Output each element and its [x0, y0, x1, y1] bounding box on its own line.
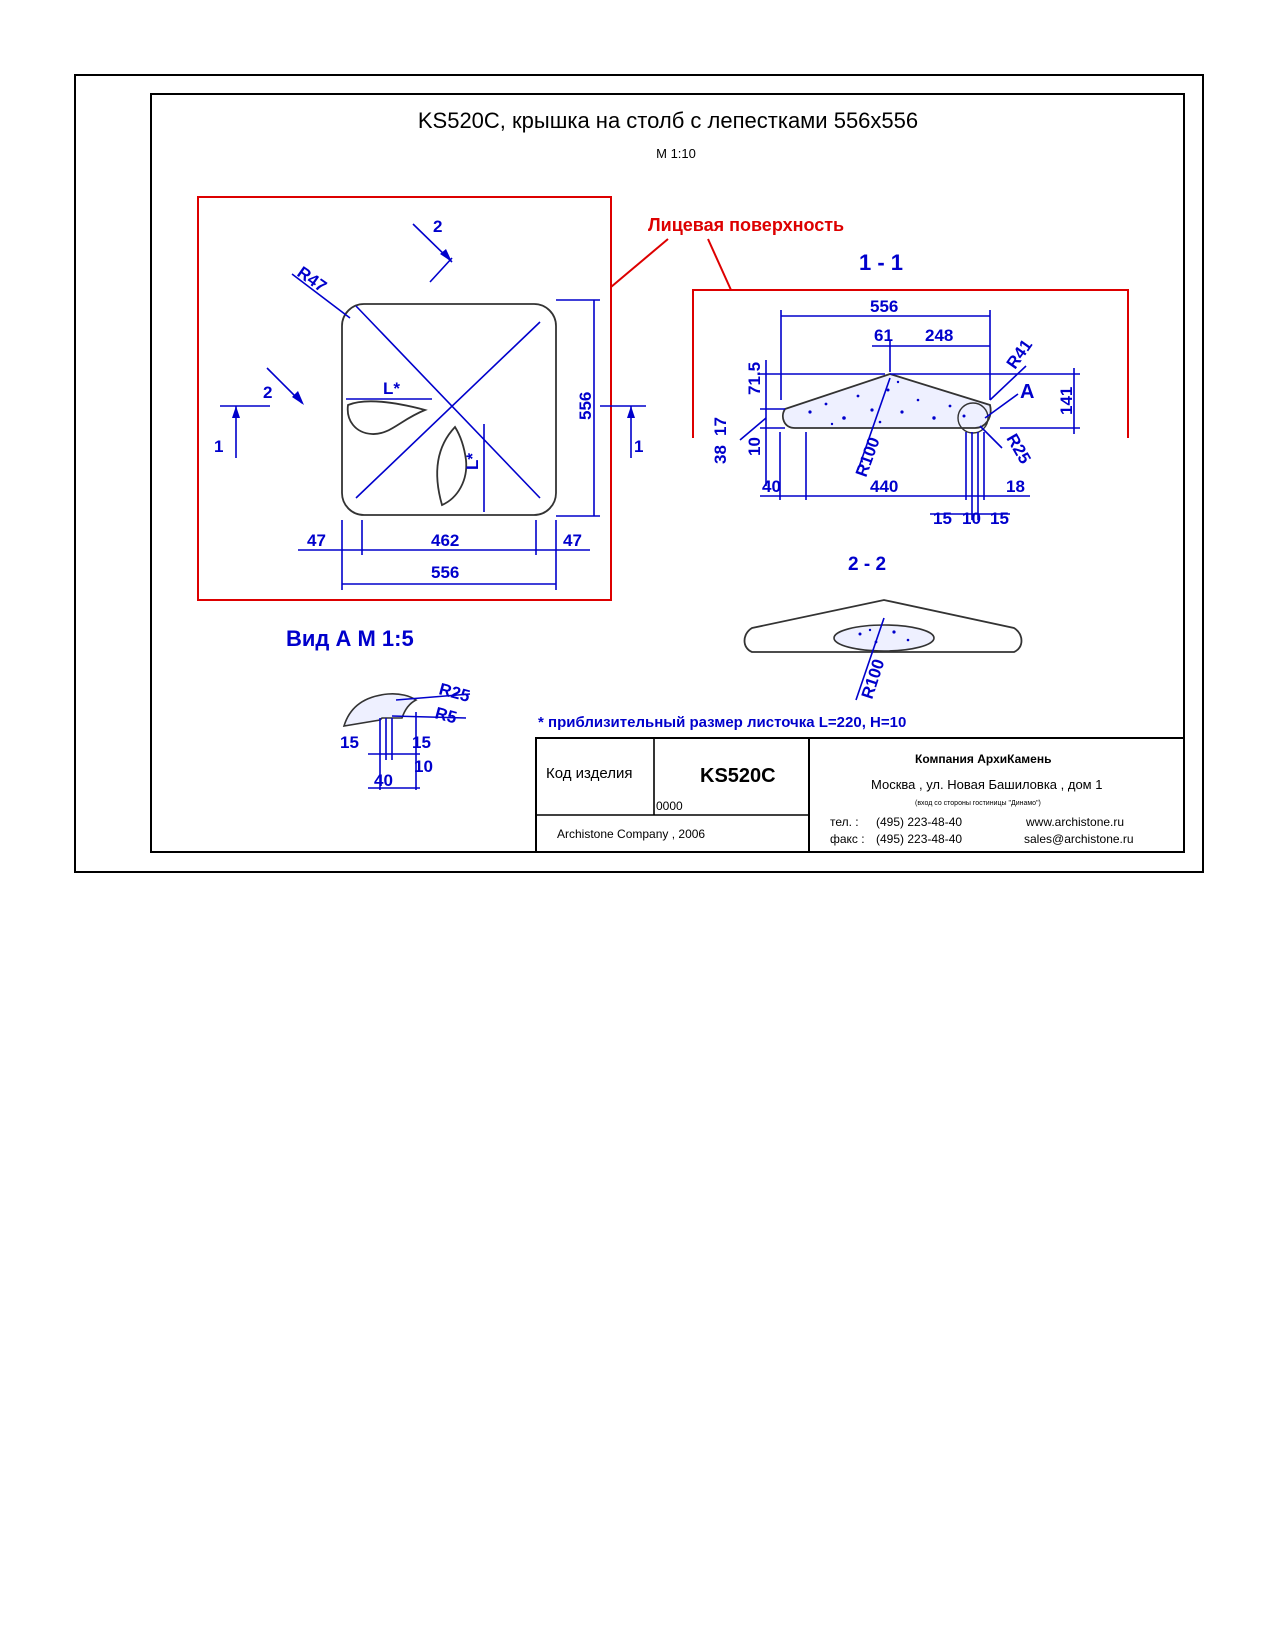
cap-outline: [341, 303, 557, 516]
cut-mark-2b: 2: [263, 383, 272, 402]
section-mark-2-top: 2: [412, 217, 453, 283]
section-face-frame: [692, 289, 1129, 438]
left-offset-label: 47: [307, 531, 326, 550]
cut-mark-2: 2: [433, 217, 442, 236]
section-dim-10b: 10: [962, 509, 981, 528]
section-2-2: 2 - 2 R100: [743, 554, 1023, 702]
section-width-label: 556: [870, 297, 898, 316]
section-mark-2-left: 2: [263, 367, 304, 405]
drawing-scale: M 1:10: [656, 146, 696, 161]
phone-number: (495) 223-48-40: [876, 815, 962, 829]
detail-a-callout: A: [1020, 381, 1034, 403]
cut-mark-1-left: 1: [214, 437, 223, 456]
section-1-profile: [782, 373, 992, 429]
total-width-label: 556: [431, 563, 459, 582]
company-address: Москва , ул. Новая Башиловка , дом 1: [871, 777, 1102, 792]
section-dim-38: 38: [711, 445, 730, 464]
section-dim-15b: 15: [990, 509, 1009, 528]
right-offset-label: 47: [563, 531, 582, 550]
view-a: Вид А М 1:5 R25 R5 15 15 10 40: [286, 626, 472, 790]
petal-shape: [346, 400, 428, 435]
section-dim-40: 40: [762, 477, 781, 496]
radius-leader: [291, 273, 351, 319]
view-a-dim-40: 40: [374, 771, 393, 790]
section-dim-17: 17: [711, 417, 730, 436]
view-a-dim-15a: 15: [340, 733, 359, 752]
phone-label: тел. :: [830, 815, 859, 829]
section-1-label: 1 - 1: [859, 250, 903, 275]
petal-shape: [436, 425, 468, 507]
r100-leader: [857, 377, 891, 471]
corner-radius-label: R47: [294, 263, 330, 296]
drawing-title: KS520C, крышка на столб с лепестками 556…: [418, 108, 918, 133]
face-surface-frame: [197, 196, 612, 601]
face-surface-leader: [610, 238, 669, 288]
section-dim-18: 18: [1006, 477, 1025, 496]
petal-length-label-v: L*: [463, 453, 482, 470]
section-2-label: 2 - 2: [848, 554, 886, 575]
code-label: Код изделия: [546, 765, 632, 782]
section-radius-41: R41: [1003, 336, 1036, 372]
diagonal-line: [355, 321, 541, 499]
section-1-1: 1 - 1 556 61 248 141 71.5 17 38 10: [711, 250, 1080, 528]
section-2-core: [833, 624, 935, 652]
section-height-label: 141: [1057, 387, 1076, 415]
stone-texture: [808, 380, 966, 426]
section-dim-10: 10: [745, 437, 764, 456]
face-surface-label: Лицевая поверхность: [648, 215, 844, 235]
diagonal-line: [355, 305, 541, 499]
address-note: (вход со стороны гостиницы "Динамо"): [915, 800, 1041, 807]
petal-length-label: L*: [383, 379, 400, 398]
section-radius-100: R100: [852, 435, 884, 480]
inner-width-label: 462: [431, 531, 459, 550]
code-number: 0000: [656, 799, 683, 813]
email-link[interactable]: sales@archistone.ru: [1024, 832, 1134, 846]
view-a-dim-10: 10: [414, 757, 433, 776]
section-mark-1-left: 1: [214, 405, 270, 458]
outer-frame: [74, 74, 1204, 873]
section-2-r100-leader: [855, 617, 885, 701]
petal-size-note: * приблизительный размер листочка L=220,…: [538, 714, 906, 731]
website-link[interactable]: www.archistone.ru: [1025, 815, 1124, 829]
section-mark-1-right: 1: [600, 405, 646, 458]
view-a-profile: [342, 693, 418, 728]
fax-number: (495) 223-48-40: [876, 832, 962, 846]
plan-view: L* L* R47 2 2 1 1: [214, 217, 646, 590]
company-name: Компания АрхиКамень: [915, 752, 1051, 766]
section-dim-15a: 15: [933, 509, 952, 528]
cut-mark-1-right: 1: [634, 437, 643, 456]
copyright: Archistone Company , 2006: [557, 827, 705, 841]
section-dim-248: 248: [925, 326, 953, 345]
section-2-profile: [743, 599, 1023, 653]
section-dim-71-5: 71.5: [745, 362, 764, 395]
view-a-r5: R5: [433, 704, 459, 728]
fax-label: факс :: [830, 832, 865, 846]
view-a-label: Вид А М 1:5: [286, 626, 414, 651]
detail-a-circle: [957, 402, 989, 434]
section-2-radius: R100: [858, 657, 889, 702]
height-dim-label: 556: [576, 392, 595, 420]
section-radius-25: R25: [1003, 431, 1035, 468]
view-a-r25: R25: [437, 680, 472, 706]
section-dim-440: 440: [870, 477, 898, 496]
view-a-dim-15b: 15: [412, 733, 431, 752]
code-value: KS520C: [700, 765, 776, 787]
face-surface-leader-2: [707, 238, 732, 291]
title-block: Код изделия KS520C 0000 Archistone Compa…: [535, 737, 1185, 853]
section-dim-61: 61: [874, 326, 893, 345]
